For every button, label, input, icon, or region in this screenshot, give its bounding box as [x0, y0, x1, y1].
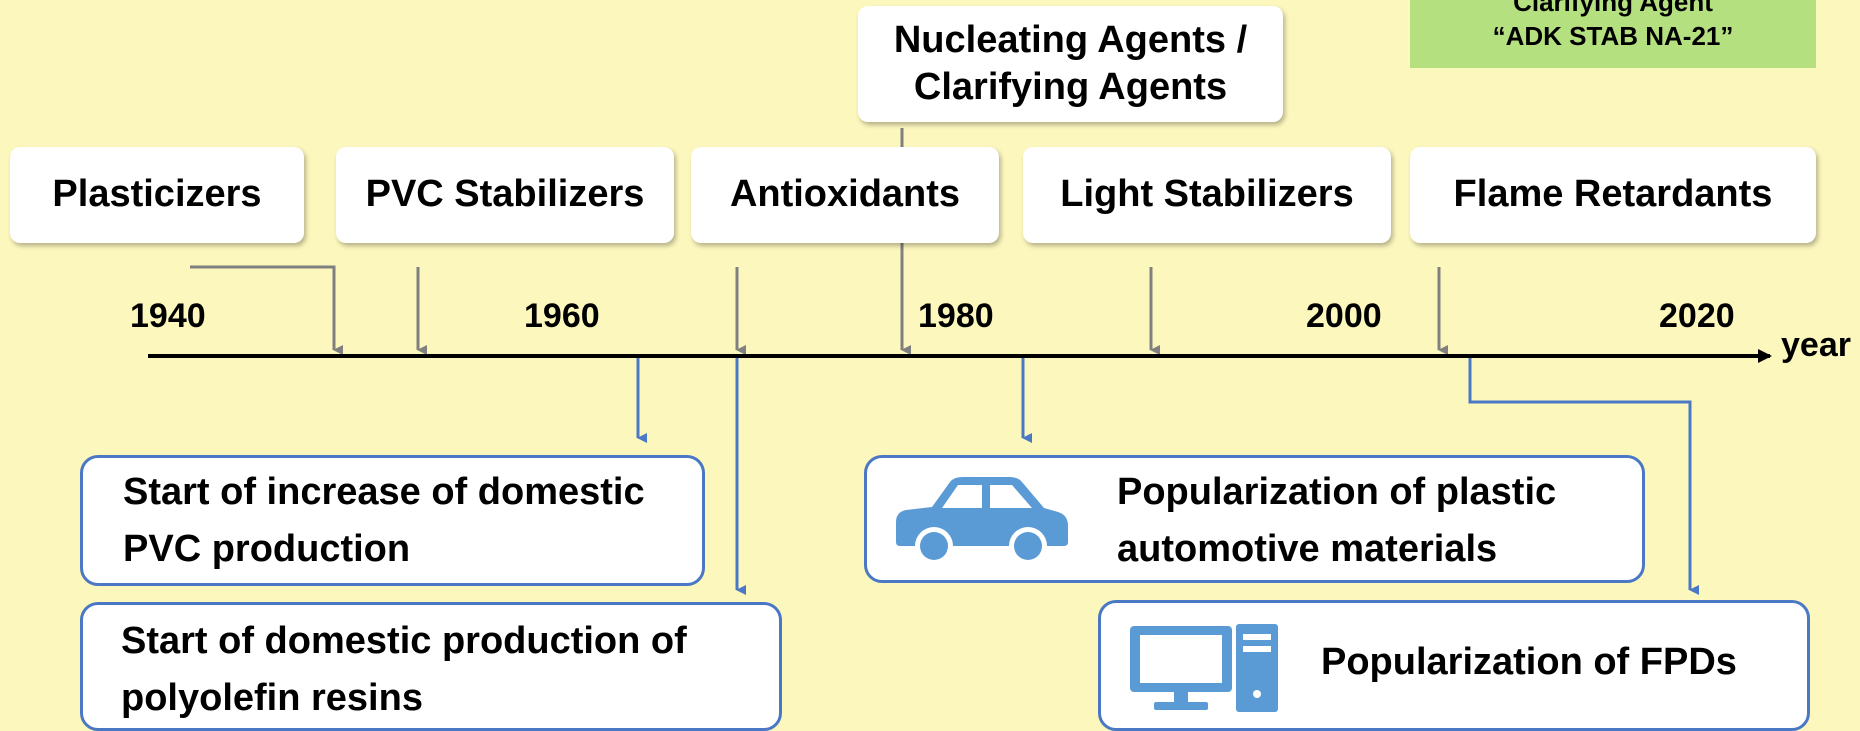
event-automotive-materials: Popularization of plastic automotive mat…: [864, 455, 1645, 583]
additive-pvc-stabilizers: PVC Stabilizers: [336, 147, 674, 243]
computer-icon: [1130, 624, 1278, 712]
car-icon: [896, 477, 1068, 565]
additive-flame-retardants: Flame Retardants: [1410, 147, 1816, 243]
event-pvc-production-text: Start of increase of domestic PVC produc…: [123, 471, 645, 570]
additive-nucleating-agents: Nucleating Agents / Clarifying Agents: [858, 6, 1283, 122]
year-label-1940: 1940: [130, 297, 206, 335]
event-polyolefin-text: Start of domestic production of polyolef…: [121, 620, 687, 719]
event-pvc-production: Start of increase of domestic PVC produc…: [80, 455, 705, 586]
event-polyolefin-production: Start of domestic production of polyolef…: [80, 602, 782, 731]
axis-unit-label: year: [1781, 326, 1851, 364]
event-automotive-text: Popularization of plastic automotive mat…: [1117, 471, 1557, 570]
year-label-1980: 1980: [918, 297, 994, 335]
additive-light-stabilizers: Light Stabilizers: [1023, 147, 1391, 243]
arrow-plasticizers: [190, 265, 343, 355]
arrow-event-fpds: [1468, 358, 1699, 595]
additive-antioxidants: Antioxidants: [691, 147, 999, 243]
highlight-clarifying-agent: Clarifying Agent “ADK STAB NA-21”: [1410, 0, 1816, 68]
event-fpds-text: Popularization of FPDs: [1321, 641, 1737, 683]
additive-plasticizers: Plasticizers: [10, 147, 304, 243]
highlight-line-1: Clarifying Agent: [1513, 0, 1713, 18]
year-label-2020: 2020: [1659, 297, 1735, 335]
highlight-line-2: “ADK STAB NA-21”: [1492, 21, 1734, 51]
year-label-1960: 1960: [524, 297, 600, 335]
year-label-2000: 2000: [1306, 297, 1382, 335]
